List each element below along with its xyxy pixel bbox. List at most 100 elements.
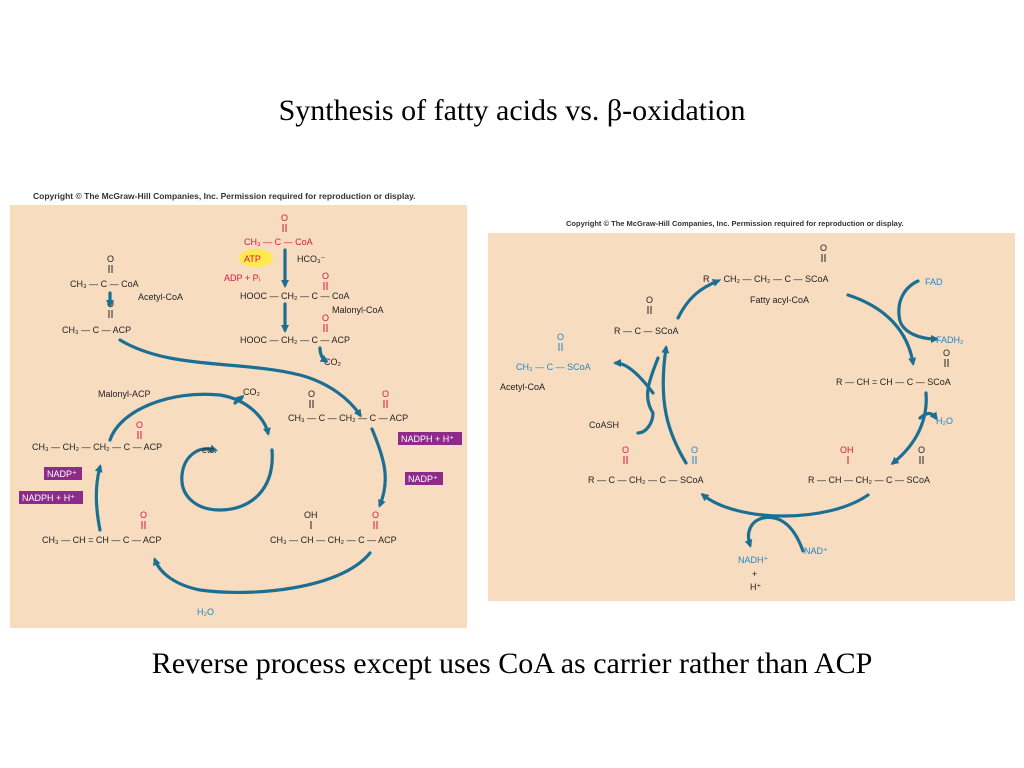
nadph-label-1: NADPH + H⁺ — [401, 434, 454, 444]
h2o-label: H₂O — [197, 607, 214, 617]
svg-text:O: O — [322, 271, 329, 281]
svg-text:O: O — [308, 389, 315, 399]
fad-label: FAD — [925, 277, 943, 287]
arrow-thiolysis — [661, 345, 688, 465]
malonyl-acp-structure: O HOOC — CH₂ — C — ACP — [240, 313, 350, 345]
arrow-next-round — [108, 392, 271, 442]
co2-label-b: CO₂ — [243, 387, 261, 397]
nadph-badge-1 — [398, 432, 462, 445]
arrow-coash-join — [636, 356, 660, 435]
acetyl-coa-label: Acetyl-CoA — [138, 292, 183, 302]
svg-text:O: O — [107, 254, 114, 264]
svg-text:O: O — [918, 445, 925, 455]
co2-label-a: CO₂ — [324, 357, 342, 367]
butyryl-acp-structure: O CH₃ — CH₂ — CH₂ — C — ACP — [32, 420, 162, 452]
arrow-fad-fadh2 — [897, 279, 939, 343]
arrow-water-uptake — [918, 411, 938, 421]
acetyl-coa-structure: O CH₃ — C — CoA Acetyl-CoA — [70, 254, 183, 302]
acetyl-coa-top-formula: CH₃ — C — CoA — [244, 237, 313, 247]
svg-text:O: O — [382, 389, 389, 399]
acetyl-coa-top-structure: O CH₃ — C — CoA — [244, 213, 313, 247]
hydroxyacyl-coa-structure: OH O R — CH — CH₂ — C — SCoA — [808, 445, 930, 485]
slide-title: Synthesis of fatty acids vs. β-oxidation — [278, 94, 746, 127]
nadh-plus-label: + — [752, 569, 757, 579]
water-label: H₂O — [936, 416, 953, 426]
slide-caption: Reverse process except uses CoA as carri… — [151, 647, 873, 680]
arrow-reduction-1 — [370, 427, 387, 508]
arrow-reentry — [676, 279, 721, 320]
nadph-badge-2 — [19, 491, 83, 504]
arrow-dehydrogenation — [846, 293, 917, 366]
h-plus-label: H⁺ — [750, 582, 761, 592]
nadp-badge-2 — [44, 467, 82, 480]
hydroxy-oh-label: OH — [304, 510, 318, 520]
svg-text:O: O — [140, 510, 147, 520]
enoyl-coa-formula: R — CH = CH — C — SCoA — [836, 377, 951, 387]
hydroxyacyl-coa-formula: R — CH — CH₂ — C — SCoA — [808, 475, 930, 485]
nad-label: NAD⁺ — [804, 546, 828, 556]
hydroxybutyryl-acp-structure: OH O CH₃ — CH — CH₂ — C — ACP — [270, 510, 397, 545]
acetyl-acp-structure: O CH₃ — C — ACP — [62, 299, 131, 335]
arrow-dehydration — [153, 551, 372, 595]
left-copyright: Copyright © The McGraw-Hill Companies, I… — [33, 191, 416, 201]
acetyl-acp-formula: CH₃ — C — ACP — [62, 325, 131, 335]
nadp-label-1: NADP⁺ — [408, 474, 438, 484]
arrow-co2-release-2 — [233, 395, 245, 405]
acetyl-coa-formula: CH₃ — C — CoA — [70, 279, 139, 289]
arrow-inner-spiral — [180, 444, 274, 512]
fatty-acyl-coa-label: Fatty acyl-CoA — [750, 295, 809, 305]
etc-label: etc. — [202, 445, 217, 455]
malonyl-coa-formula: HOOC — CH₂ — C — CoA — [240, 291, 350, 301]
malonyl-coa-structure: O HOOC — CH₂ — C — CoA Malonyl-CoA — [240, 271, 384, 315]
acetyl-coa-product-label: Acetyl-CoA — [500, 382, 545, 392]
arrow-acetyl-release — [613, 359, 655, 395]
svg-text:O: O — [943, 348, 950, 358]
right-copyright: Copyright © The McGraw-Hill Companies, I… — [566, 219, 904, 228]
synthesis-diagram: O CH₃ — C — CoA Acetyl-CoA O CH₃ — C — A… — [19, 213, 462, 617]
arrow-nad-nadh — [744, 515, 805, 553]
nadp-label-2: NADP⁺ — [47, 469, 77, 479]
atp-highlight — [239, 249, 273, 267]
arrow-reduction-2 — [94, 464, 103, 532]
svg-text:O: O — [136, 420, 143, 430]
butyryl-acp-formula: CH₃ — CH₂ — CH₂ — C — ACP — [32, 442, 162, 452]
acetoacetyl-acp-formula: CH₃ — C — CH₂ — C — ACP — [288, 413, 408, 423]
shortened-acyl-coa-structure: O R — C — SCoA — [614, 295, 679, 336]
malonyl-coa-label: Malonyl-CoA — [332, 305, 384, 315]
svg-text:O: O — [622, 445, 629, 455]
malonyl-acp-formula: HOOC — CH₂ — C — ACP — [240, 335, 350, 345]
arrow-oxidation — [700, 493, 870, 518]
acetoacetyl-acp-structure: O O CH₃ — C — CH₂ — C — ACP — [288, 389, 408, 423]
ketoacyl-coa-structure: O O R — C — CH₂ — C — SCoA — [588, 445, 704, 485]
arrow-condensation — [118, 338, 362, 418]
svg-text:O: O — [691, 445, 698, 455]
svg-text:O: O — [322, 313, 329, 323]
coash-label: CoASH — [589, 420, 619, 430]
nadh-label: NADH⁺ — [738, 555, 769, 565]
adp-pi-label: ADP + Pᵢ — [224, 273, 260, 283]
ketoacyl-coa-formula: R — C — CH₂ — C — SCoA — [588, 475, 704, 485]
arrow-hydration — [890, 391, 928, 465]
fatty-acid-synthesis-panel: O CH₃ — C — CoA Acetyl-CoA O CH₃ — C — A… — [10, 205, 467, 628]
shortened-acyl-coa-formula: R — C — SCoA — [614, 326, 679, 336]
beta-oxidation-diagram: O R — CH₂ — CH₂ — C — SCoA Fatty acyl-Co… — [500, 243, 964, 592]
nadph-label-2: NADPH + H⁺ — [22, 493, 75, 503]
crotonyl-acp-structure: O CH₃ — CH = CH — C — ACP — [42, 510, 161, 545]
svg-text:O: O — [372, 510, 379, 520]
crotonyl-acp-formula: CH₃ — CH = CH — C — ACP — [42, 535, 161, 545]
svg-text:O: O — [646, 295, 653, 305]
fatty-acyl-coa-formula: R — CH₂ — CH₂ — C — SCoA — [703, 274, 829, 284]
hco3-label: HCO₃⁻ — [297, 254, 326, 264]
enoyl-coa-structure: O R — CH = CH — C — SCoA — [836, 348, 951, 387]
atp-label: ATP — [244, 254, 261, 264]
svg-text:O: O — [281, 213, 288, 223]
svg-text:O: O — [820, 243, 827, 253]
malonyl-acp-label: Malonyl-ACP — [98, 389, 151, 399]
arrow-co2-release — [318, 346, 329, 363]
acetyl-coa-product-structure: O CH₃ — C — SCoA Acetyl-CoA — [500, 332, 591, 392]
beta-oxidation-panel: O R — CH₂ — CH₂ — C — SCoA Fatty acyl-Co… — [488, 233, 1015, 601]
fatty-acyl-coa-structure: O R — CH₂ — CH₂ — C — SCoA Fatty acyl-Co… — [703, 243, 829, 305]
nadp-badge-1 — [405, 472, 443, 485]
fadh2-label: FADH₂ — [936, 335, 964, 345]
hydroxyacyl-oh-label: OH — [840, 445, 854, 455]
